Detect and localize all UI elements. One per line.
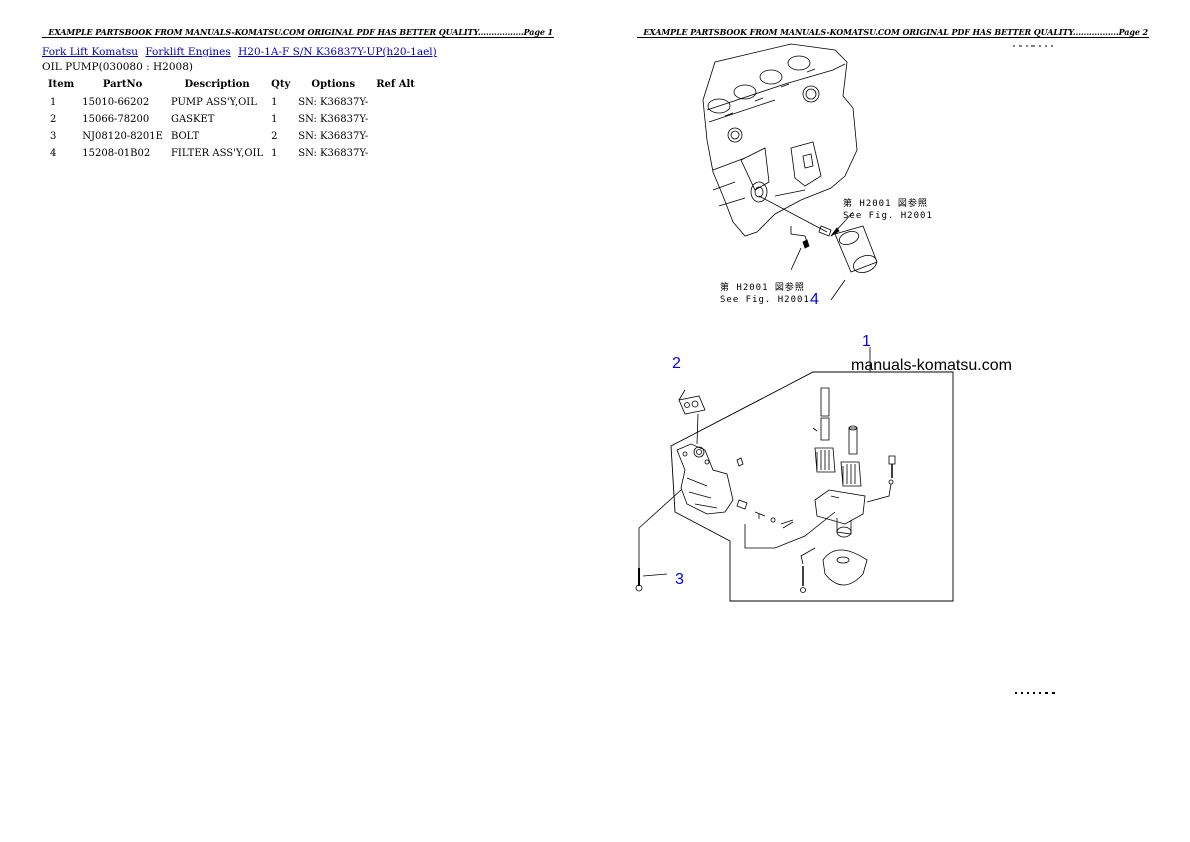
col-ref-alt: Ref Alt: [376, 78, 415, 90]
cell-qty: 1: [271, 97, 278, 108]
page-header: EXAMPLE PARTSBOOK FROM MANUALS-KOMATSU.C…: [48, 27, 553, 37]
cell-ref-alt: [372, 145, 419, 162]
table-row: 2 15066-78200 GASKET 1 SN: K36837Y-: [44, 111, 419, 128]
cell-options: SN: K36837Y-: [298, 97, 369, 108]
watermark: manuals-komatsu.com: [851, 357, 1012, 374]
cell-ref-alt: [372, 111, 419, 128]
breadcrumb-link-forklift-engines[interactable]: Forklift Engines: [145, 46, 231, 58]
cell-description: PUMP ASS'Y,OIL: [170, 97, 257, 108]
header-divider: [42, 37, 554, 38]
cell-item: 1: [50, 97, 57, 108]
col-description: Description: [184, 78, 250, 90]
ref-label-en-lower: See Fig. H2001: [720, 295, 810, 305]
callout-4[interactable]: 4: [810, 291, 819, 308]
cell-qty: 1: [271, 114, 278, 125]
cell-description: FILTER ASS'Y,OIL: [170, 148, 264, 159]
callout-1[interactable]: 1: [862, 333, 871, 350]
table-header-row: Item PartNo Description Qty Options Ref …: [44, 76, 419, 94]
cell-description: BOLT: [170, 131, 200, 142]
cell-options: SN: K36837Y-: [298, 114, 369, 125]
cell-item: 3: [50, 131, 57, 142]
col-qty: Qty: [271, 78, 291, 90]
table-row: 1 15010-66202 PUMP ASS'Y,OIL 1 SN: K3683…: [44, 94, 419, 111]
section-title: OIL PUMP(030080 : H2008): [42, 61, 193, 73]
cell-qty: 2: [271, 131, 278, 142]
exploded-parts-diagram: 第 H2001 図参照 See Fig. H2001 第 H2001 図参照 S…: [635, 43, 1055, 694]
ref-label-jp-lower: 第 H2001 図参照: [720, 281, 805, 293]
cell-options: SN: K36837Y-: [298, 148, 369, 159]
cell-qty: 1: [271, 148, 278, 159]
cell-description: GASKET: [170, 114, 215, 125]
col-partno: PartNo: [102, 78, 143, 90]
header-divider: [637, 37, 1149, 38]
breadcrumb-link-model[interactable]: H20-1A-F S/N K36837Y-UP(h20-1ael): [238, 46, 437, 58]
cell-ref-alt: [372, 94, 419, 111]
table-row: 3 NJ08120-8201E BOLT 2 SN: K36837Y-: [44, 128, 419, 145]
table-row: 4 15208-01B02 FILTER ASS'Y,OIL 1 SN: K36…: [44, 145, 419, 162]
cell-partno: NJ08120-8201E: [82, 131, 163, 142]
cell-item: 2: [50, 114, 57, 125]
cell-ref-alt: [372, 128, 419, 145]
col-options: Options: [311, 78, 356, 90]
ref-label-en-upper: See Fig. H2001: [843, 211, 933, 221]
col-item: Item: [48, 78, 75, 90]
callout-3[interactable]: 3: [675, 571, 684, 588]
breadcrumb: Fork Lift Komatsu Forklift Engines H20-1…: [42, 46, 441, 58]
page-1: EXAMPLE PARTSBOOK FROM MANUALS-KOMATSU.C…: [42, 27, 554, 162]
cell-partno: 15208-01B02: [82, 148, 151, 159]
breadcrumb-link-fork-lift-komatsu[interactable]: Fork Lift Komatsu: [42, 46, 138, 58]
parts-table: Item PartNo Description Qty Options Ref …: [44, 76, 419, 162]
page-header: EXAMPLE PARTSBOOK FROM MANUALS-KOMATSU.C…: [643, 27, 1148, 37]
cell-partno: 15066-78200: [82, 114, 150, 125]
page-2: EXAMPLE PARTSBOOK FROM MANUALS-KOMATSU.C…: [595, 0, 1190, 842]
cell-partno: 15010-66202: [82, 97, 150, 108]
cell-options: SN: K36837Y-: [298, 131, 369, 142]
ref-label-jp-upper: 第 H2001 図参照: [843, 197, 928, 209]
callout-2[interactable]: 2: [672, 355, 681, 372]
cell-item: 4: [50, 148, 57, 159]
